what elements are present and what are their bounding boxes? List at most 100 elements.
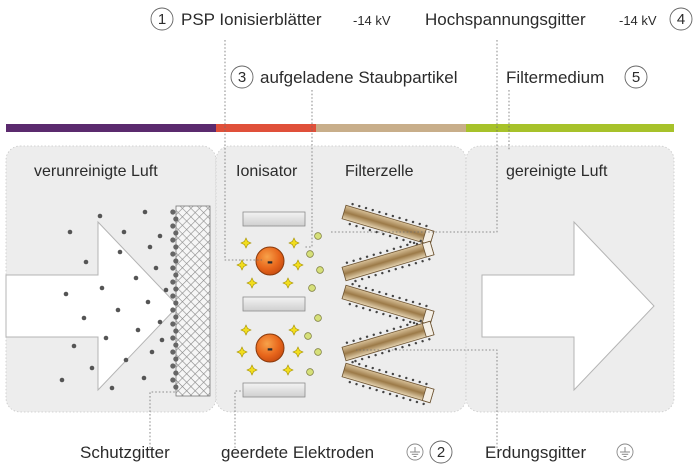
fin-dust <box>411 300 415 304</box>
spark-icon <box>240 237 252 249</box>
fin-dust <box>425 224 428 228</box>
fin-dust <box>415 400 419 404</box>
filter-fins <box>341 202 435 406</box>
dust-particle <box>97 213 103 219</box>
fin-dust <box>392 327 396 331</box>
captured-dust-particle <box>173 356 179 362</box>
fin-tip <box>421 320 435 338</box>
captured-dust-particle <box>173 342 179 348</box>
dust-particle <box>157 233 163 239</box>
fin-dust <box>406 323 409 327</box>
number-badge <box>230 65 254 89</box>
fin-tip <box>421 386 435 404</box>
captured-dust-particle <box>173 216 179 222</box>
flow-arrow-icon-clean <box>481 220 655 392</box>
charged-particle <box>308 284 316 292</box>
zone-title-filter-cell: Filterzelle <box>345 163 414 180</box>
number-badge-text: 2 <box>437 444 445 461</box>
spark-icon <box>240 324 252 336</box>
filter-fin <box>341 360 435 406</box>
captured-dust-particle <box>170 335 176 341</box>
fin-dust <box>351 282 354 286</box>
fin-dust <box>382 390 385 394</box>
fin-dust <box>419 319 422 323</box>
zone-title-clean-air: gereinigte Luft <box>506 163 608 180</box>
fin-dust <box>358 204 361 208</box>
spark-icon <box>292 346 304 358</box>
fin-dust <box>355 224 358 228</box>
fin-tip <box>421 240 435 258</box>
fin-dust <box>414 261 418 265</box>
fin-dust <box>398 374 401 378</box>
ion-icon <box>255 246 285 276</box>
ion-sign: - <box>267 251 273 271</box>
fin-dust <box>371 208 374 212</box>
dust-particle <box>123 357 129 363</box>
spark-icon <box>288 324 300 336</box>
fin-dust <box>359 337 362 340</box>
fin-dust <box>382 312 385 316</box>
fin-dust <box>402 396 405 400</box>
fin-dust <box>368 228 372 232</box>
fin-dust <box>387 269 391 273</box>
electrode-plate <box>242 382 306 398</box>
fin-dust <box>365 335 369 338</box>
fin-dust <box>418 222 421 226</box>
fin-dust <box>372 253 375 256</box>
filter-fin <box>341 282 435 328</box>
fin-dust <box>395 394 398 398</box>
fin-dust <box>422 402 425 406</box>
zone-title-ionizer: Ionisator <box>236 163 298 180</box>
fin-dust <box>412 241 416 245</box>
spark-icon <box>288 237 300 249</box>
leader-lines <box>149 40 510 448</box>
fin-dust <box>379 251 382 254</box>
bar-segment-green <box>466 124 674 132</box>
fin-dust <box>345 341 349 344</box>
fin-dust <box>395 316 398 320</box>
captured-dust-particle <box>170 265 176 271</box>
fin-dust <box>392 247 396 251</box>
dust-particle <box>145 299 151 305</box>
charged-dust-label: aufgeladene Staubpartikel <box>260 68 458 87</box>
fin-dust <box>425 304 428 308</box>
fin-dust <box>348 380 351 384</box>
captured-dust-particle <box>173 272 179 278</box>
fin-dust <box>411 378 415 382</box>
fin-dust <box>428 338 431 341</box>
bar-segment-red <box>216 124 316 132</box>
number-badge-text: 3 <box>238 69 246 86</box>
grounded-electrodes <box>242 211 306 398</box>
dust-particle <box>157 319 163 325</box>
fin-dust <box>351 202 354 206</box>
fin-dust <box>418 302 421 306</box>
fin-dust <box>398 216 401 220</box>
bar-segment-purple <box>6 124 216 132</box>
captured-dust-particle <box>170 237 176 243</box>
fin-dust <box>409 320 412 324</box>
charged-dust-particles <box>304 232 324 376</box>
fin-dust <box>360 277 364 281</box>
label-grounding-grid: Erdungsgitter <box>485 443 634 462</box>
fin-dust <box>395 236 398 240</box>
fin-dust <box>378 368 381 372</box>
fin-dust <box>394 267 397 271</box>
spark-icon <box>282 364 294 376</box>
captured-dust-particle <box>170 377 176 383</box>
ion-icon <box>255 333 285 363</box>
ground-icon <box>616 443 634 461</box>
charged-particle <box>306 368 314 376</box>
stage-color-bar <box>6 124 674 132</box>
captured-dust-particle <box>173 258 179 264</box>
fin-dust <box>418 380 421 384</box>
fin-dust <box>362 306 365 310</box>
fin-dust <box>391 372 395 376</box>
fin-dust <box>428 258 431 261</box>
fin-dust <box>355 304 358 308</box>
label-grounded-electrodes: geerdete Elektroden 2 <box>221 440 453 464</box>
label-ionizer-blades: 1 PSP Ionisierblätter -14 kV <box>150 7 391 31</box>
spark-icon <box>282 277 294 289</box>
fin-dust <box>375 230 378 234</box>
number-badge-text: 4 <box>677 11 685 28</box>
